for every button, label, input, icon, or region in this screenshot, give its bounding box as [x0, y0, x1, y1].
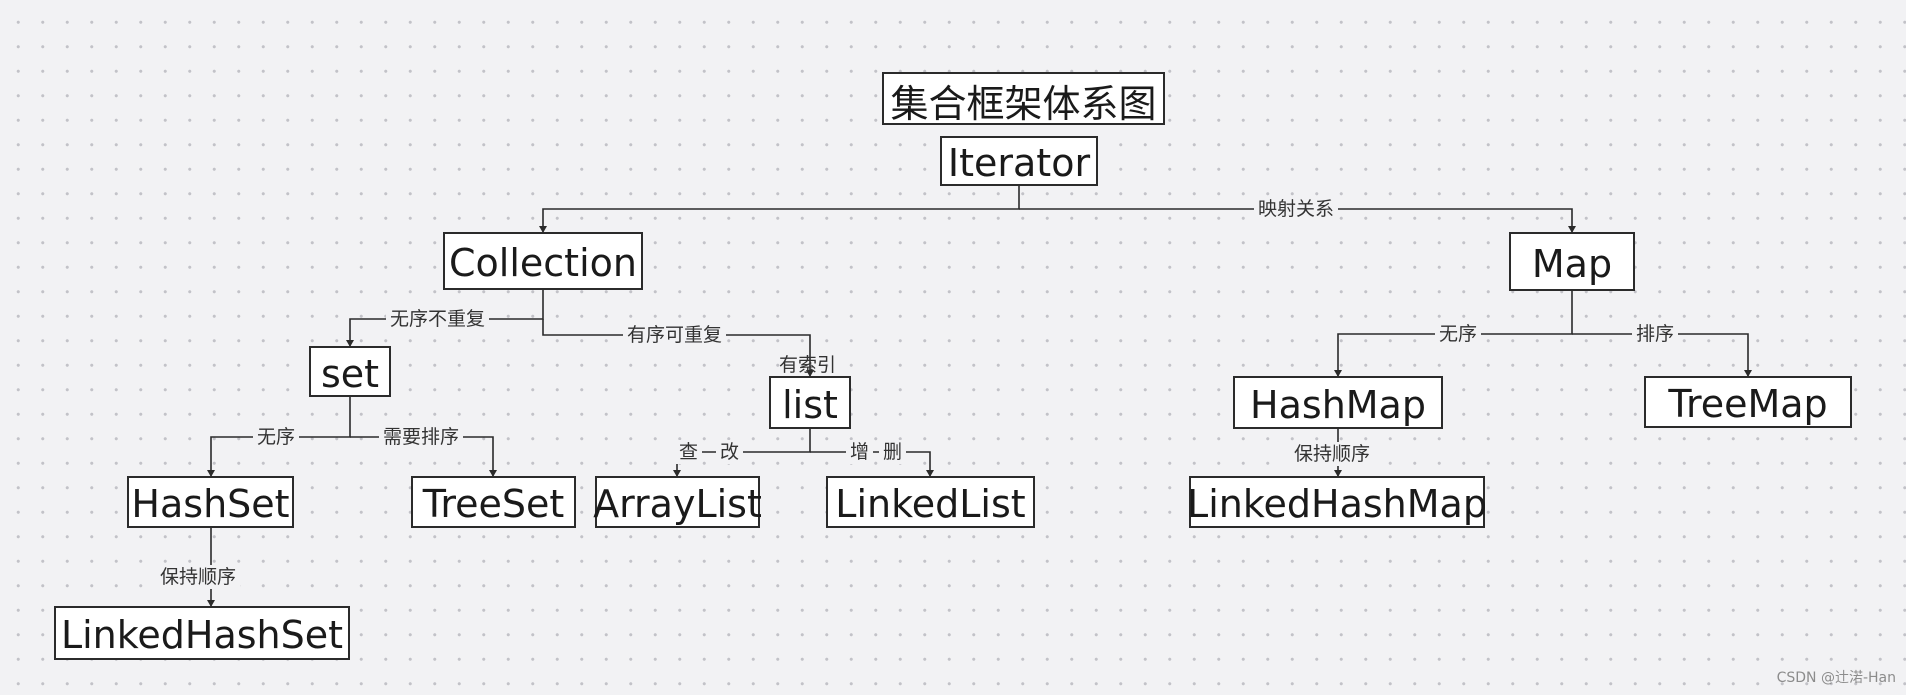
edge-iterator-collection — [539, 183, 1020, 233]
node-arraylist: ArrayList — [593, 476, 762, 528]
edge-label-set-need-sort: 需要排序 — [379, 425, 464, 449]
edge-label-mapping: 映射关系 — [1254, 197, 1339, 221]
node-hashmap: HashMap — [1233, 376, 1443, 429]
edge-iterator-map — [1019, 208, 1576, 233]
edge-map-treemap — [1572, 333, 1752, 377]
node-list: list — [769, 376, 851, 429]
diagram-title: 集合框架体系图 — [882, 72, 1165, 126]
edge-label-delete: 删 — [879, 440, 907, 464]
node-collection: Collection — [443, 232, 643, 290]
edge-label-ordered-repeatable: 有序可重复 — [623, 323, 727, 347]
node-map: Map — [1509, 232, 1635, 291]
node-linkedlist: LinkedList — [826, 476, 1035, 528]
node-linkedhashset: LinkedHashSet — [54, 606, 350, 660]
edge-label-query: 查 — [675, 440, 703, 464]
node-hashset: HashSet — [127, 476, 294, 528]
node-treeset: TreeSet — [411, 476, 576, 528]
edge-list-arraylist — [673, 429, 811, 477]
edge-label-map-sorted: 排序 — [1632, 322, 1679, 346]
node-treemap: TreeMap — [1644, 376, 1852, 428]
edge-label-unordered-unique: 无序不重复 — [386, 307, 490, 331]
node-linkedhashmap: LinkedHashMap — [1187, 476, 1487, 528]
edge-label-map-unordered: 无序 — [1435, 322, 1482, 346]
edge-label-add: 增 — [846, 440, 874, 464]
edge-label-hashset-keep-order: 保持顺序 — [156, 565, 241, 589]
edge-label-set-unordered: 无序 — [253, 425, 300, 449]
edge-label-hashmap-keep-order: 保持顺序 — [1290, 442, 1375, 466]
node-set: set — [309, 346, 391, 397]
node-iterator: Iterator — [940, 136, 1098, 186]
edge-label-modify: 改 — [716, 440, 744, 464]
edge-label-indexed: 有索引 — [779, 354, 837, 376]
watermark: CSDN @辻渃-Han — [1776, 670, 1896, 686]
